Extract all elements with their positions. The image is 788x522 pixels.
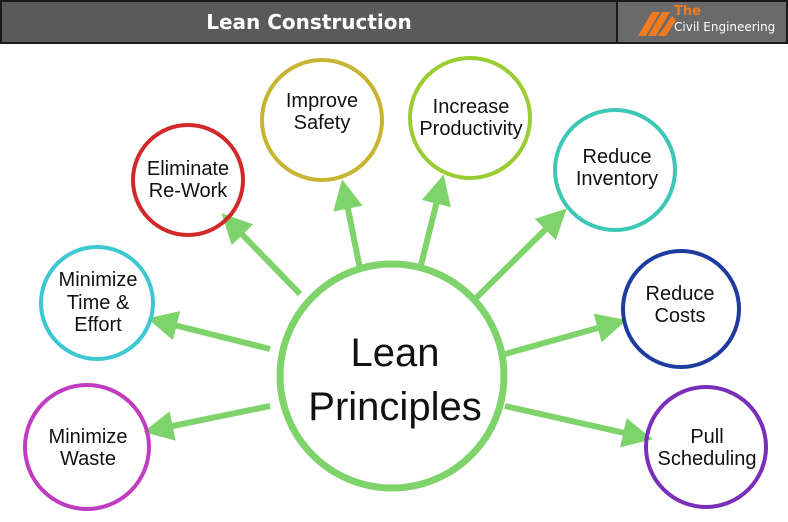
node-label-improve-safety: Improve Safety	[262, 72, 382, 152]
node-ring-improve-safety	[260, 58, 384, 182]
logo-text-the: The	[674, 4, 701, 19]
node-text: Reduce	[582, 145, 652, 168]
arrow-1	[417, 174, 451, 270]
node-text: Scheduling	[657, 448, 757, 470]
center-label-line1: Lean	[350, 331, 440, 375]
logo-text-name: Civil Engineering	[674, 20, 776, 34]
node-text: Minimize	[58, 269, 138, 292]
node-label-increase-productivity: Increase Productivity	[402, 78, 540, 158]
center-label-line2: Principles	[308, 385, 482, 429]
center-ring	[276, 260, 508, 492]
page-title: Lean Construction	[2, 2, 618, 42]
node-text: Improve	[285, 89, 359, 112]
node-label-reduce-costs: Reduce Costs	[620, 265, 740, 345]
lean-principles-diagram	[23, 56, 768, 511]
stripes-logo-icon	[638, 12, 676, 36]
arrow-2	[472, 208, 567, 302]
arrow-0	[333, 179, 363, 270]
node-ring-increase-productivity	[408, 56, 532, 180]
node-text: Reduce	[645, 282, 715, 305]
node-text: Re-Work	[148, 180, 228, 202]
node-text: Effort	[74, 314, 122, 337]
node-ring-reduce-costs	[621, 249, 741, 369]
node-label-pull-scheduling: Pull Scheduling	[644, 408, 770, 488]
node-text: Productivity	[419, 118, 523, 140]
node-label-minimize-time-effort: Minimize Time & Effort	[38, 258, 158, 348]
node-ring-minimize-waste	[23, 383, 151, 511]
node-text: Eliminate	[146, 157, 230, 180]
node-ring-eliminate-rework	[131, 123, 245, 237]
arrow-4	[504, 403, 653, 448]
node-text: Minimize	[48, 425, 128, 448]
header-bar: Lean Construction The Civil Engineering	[0, 0, 788, 44]
node-ring-reduce-inventory	[553, 108, 677, 232]
node-text: Increase	[432, 95, 510, 118]
node-text: Pull	[690, 425, 724, 448]
node-label-reduce-inventory: Reduce Inventory	[552, 128, 682, 208]
node-ring-pull-scheduling	[644, 385, 768, 509]
arrow-7	[221, 213, 303, 297]
arrow-3	[504, 313, 627, 357]
node-label-minimize-waste: Minimize Waste	[28, 408, 148, 488]
node-text: Safety	[293, 112, 351, 134]
node-text: Time &	[66, 291, 130, 314]
arrow-6	[147, 311, 271, 352]
brand-logo: The Civil Engineering	[618, 2, 786, 42]
node-ring-minimize-time-effort	[39, 245, 155, 361]
center-label: Lean Principles	[290, 320, 500, 440]
arrow-5	[143, 403, 271, 441]
node-text: Waste	[60, 448, 116, 470]
node-text: Inventory	[575, 168, 659, 190]
node-text: Costs	[654, 305, 706, 327]
node-label-eliminate-rework: Eliminate Re-Work	[128, 140, 248, 220]
